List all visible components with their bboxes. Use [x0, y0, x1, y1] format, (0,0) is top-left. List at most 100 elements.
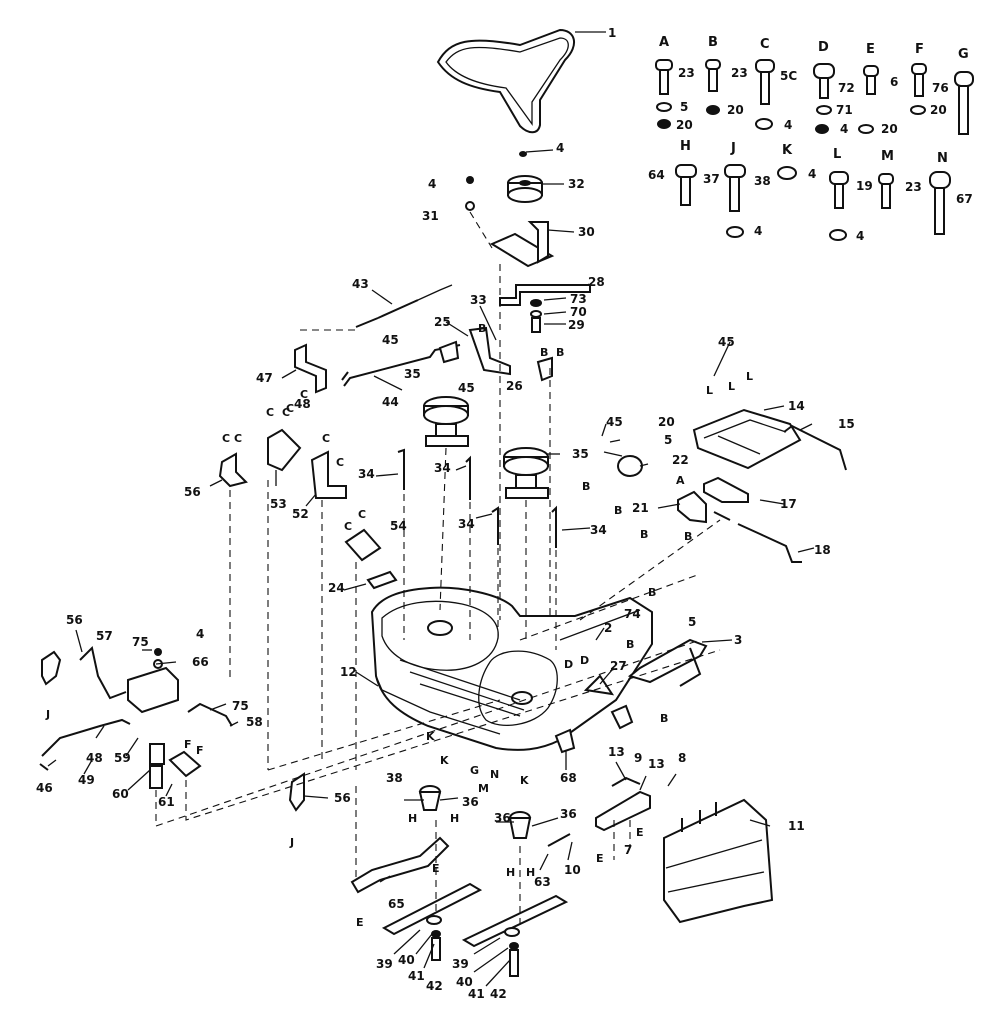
mark-N: N [490, 768, 499, 781]
nut-K [777, 166, 797, 180]
key-letter-H: H [680, 139, 691, 154]
bolt-F [910, 63, 927, 115]
callout-39b: 39 [452, 957, 469, 971]
mark-C-1: C [222, 432, 230, 445]
key-letter-C: C [760, 37, 770, 52]
callout-39a: 39 [376, 957, 393, 971]
rod-57 [79, 645, 127, 700]
leader-lines [47, 31, 815, 987]
mark-B-3: B [556, 346, 564, 359]
callout-8: 8 [678, 751, 686, 765]
callout-56b: 56 [66, 613, 83, 627]
key-letter-B: B [708, 35, 718, 50]
mark-A-1: A [676, 474, 685, 487]
key-extra-D-3: 20 [881, 122, 898, 136]
rod-15 [783, 424, 847, 471]
discharge-chute [663, 798, 774, 924]
callout-45a: 45 [382, 333, 399, 347]
mark-D-1: D [564, 658, 573, 671]
key-extra-J-1: 4 [754, 224, 762, 238]
bracket-56-left [41, 650, 62, 686]
mark-B-6: B [640, 528, 648, 541]
callout-40a: 40 [398, 953, 415, 967]
callout-47: 47 [256, 371, 273, 385]
callout-35b: 35 [572, 447, 589, 461]
rod-18 [713, 511, 802, 563]
callout-73: 73 [570, 292, 587, 306]
bolt-J [724, 164, 746, 238]
callout-11: 11 [788, 819, 805, 833]
shafts-34 [397, 448, 557, 548]
mark-L-3: L [746, 370, 753, 383]
spindle-left [423, 396, 469, 447]
callout-74: 74 [624, 607, 641, 621]
bracket-25 [468, 326, 511, 376]
key-letter-A: A [659, 35, 669, 50]
mark-B-7: B [684, 530, 692, 543]
mark-L-1: L [706, 384, 713, 397]
callout-42b: 42 [490, 987, 507, 1001]
bushings-60 [149, 743, 165, 789]
spindle-hubs [418, 785, 532, 839]
mark-C-10: C [300, 388, 308, 401]
mark-K-1: K [426, 730, 435, 743]
key-qty-J: 37 [703, 172, 720, 186]
mark-C-3: C [266, 406, 274, 419]
callout-22: 22 [672, 453, 689, 467]
mark-B-9: B [626, 638, 634, 651]
callout-7: 7 [624, 843, 632, 857]
callout-20: 20 [658, 415, 675, 429]
bolt-C [755, 59, 775, 130]
callout-4b: 4 [428, 177, 436, 191]
mark-B-10: B [660, 712, 668, 725]
callout-54: 54 [390, 519, 407, 533]
callout-66: 66 [192, 655, 209, 669]
callout-29: 29 [568, 318, 585, 332]
key-qty-B: 23 [731, 66, 748, 80]
bracket-56-top [218, 452, 248, 488]
callout-36b: 36 [494, 811, 511, 825]
callout-30: 30 [578, 225, 595, 239]
bolt-N [929, 171, 951, 235]
mark-C-6: C [336, 456, 344, 469]
bolt-M [878, 173, 894, 209]
callout-1: 1 [608, 26, 616, 40]
bolt-B [705, 59, 721, 115]
key-qty-H: 64 [648, 168, 665, 182]
callout-34a: 34 [358, 467, 375, 481]
idler-bracket [489, 221, 591, 333]
callout-17: 17 [780, 497, 797, 511]
key-letter-D: D [818, 40, 829, 55]
mark-H-1: H [408, 812, 417, 825]
callout-60: 60 [112, 787, 129, 801]
key-extra-B-1: 20 [727, 103, 744, 117]
callout-65: 65 [388, 897, 405, 911]
mark-B-8: B [648, 586, 656, 599]
bracket-66-mount [127, 648, 179, 714]
mark-H-4: H [526, 866, 535, 879]
mark-L-2: L [728, 380, 735, 393]
callout-26: 26 [506, 379, 523, 393]
callout-24: 24 [328, 581, 345, 595]
idler-pulley [465, 151, 543, 211]
lift-assembly-14 [692, 408, 802, 470]
link-3 [627, 638, 708, 687]
mark-F-1: F [184, 738, 192, 751]
key-qty-L: 19 [856, 179, 873, 193]
blade-left [381, 882, 483, 936]
callout-40b: 40 [456, 975, 473, 989]
key-extra-L-1: 4 [856, 229, 864, 243]
bracket-right-deck [554, 704, 634, 754]
callout-34d: 34 [590, 523, 607, 537]
assembly-lines [155, 211, 721, 930]
key-qty-C: 5C [780, 69, 797, 83]
mark-E-4: E [432, 862, 440, 875]
key-qty-N: 67 [956, 192, 973, 206]
key-letter-F: F [915, 42, 924, 57]
spring [355, 284, 453, 328]
mark-C-5: C [322, 432, 330, 445]
key-letter-K: K [782, 143, 793, 158]
mark-B-5: B [614, 504, 622, 517]
callout-75b: 75 [232, 699, 249, 713]
